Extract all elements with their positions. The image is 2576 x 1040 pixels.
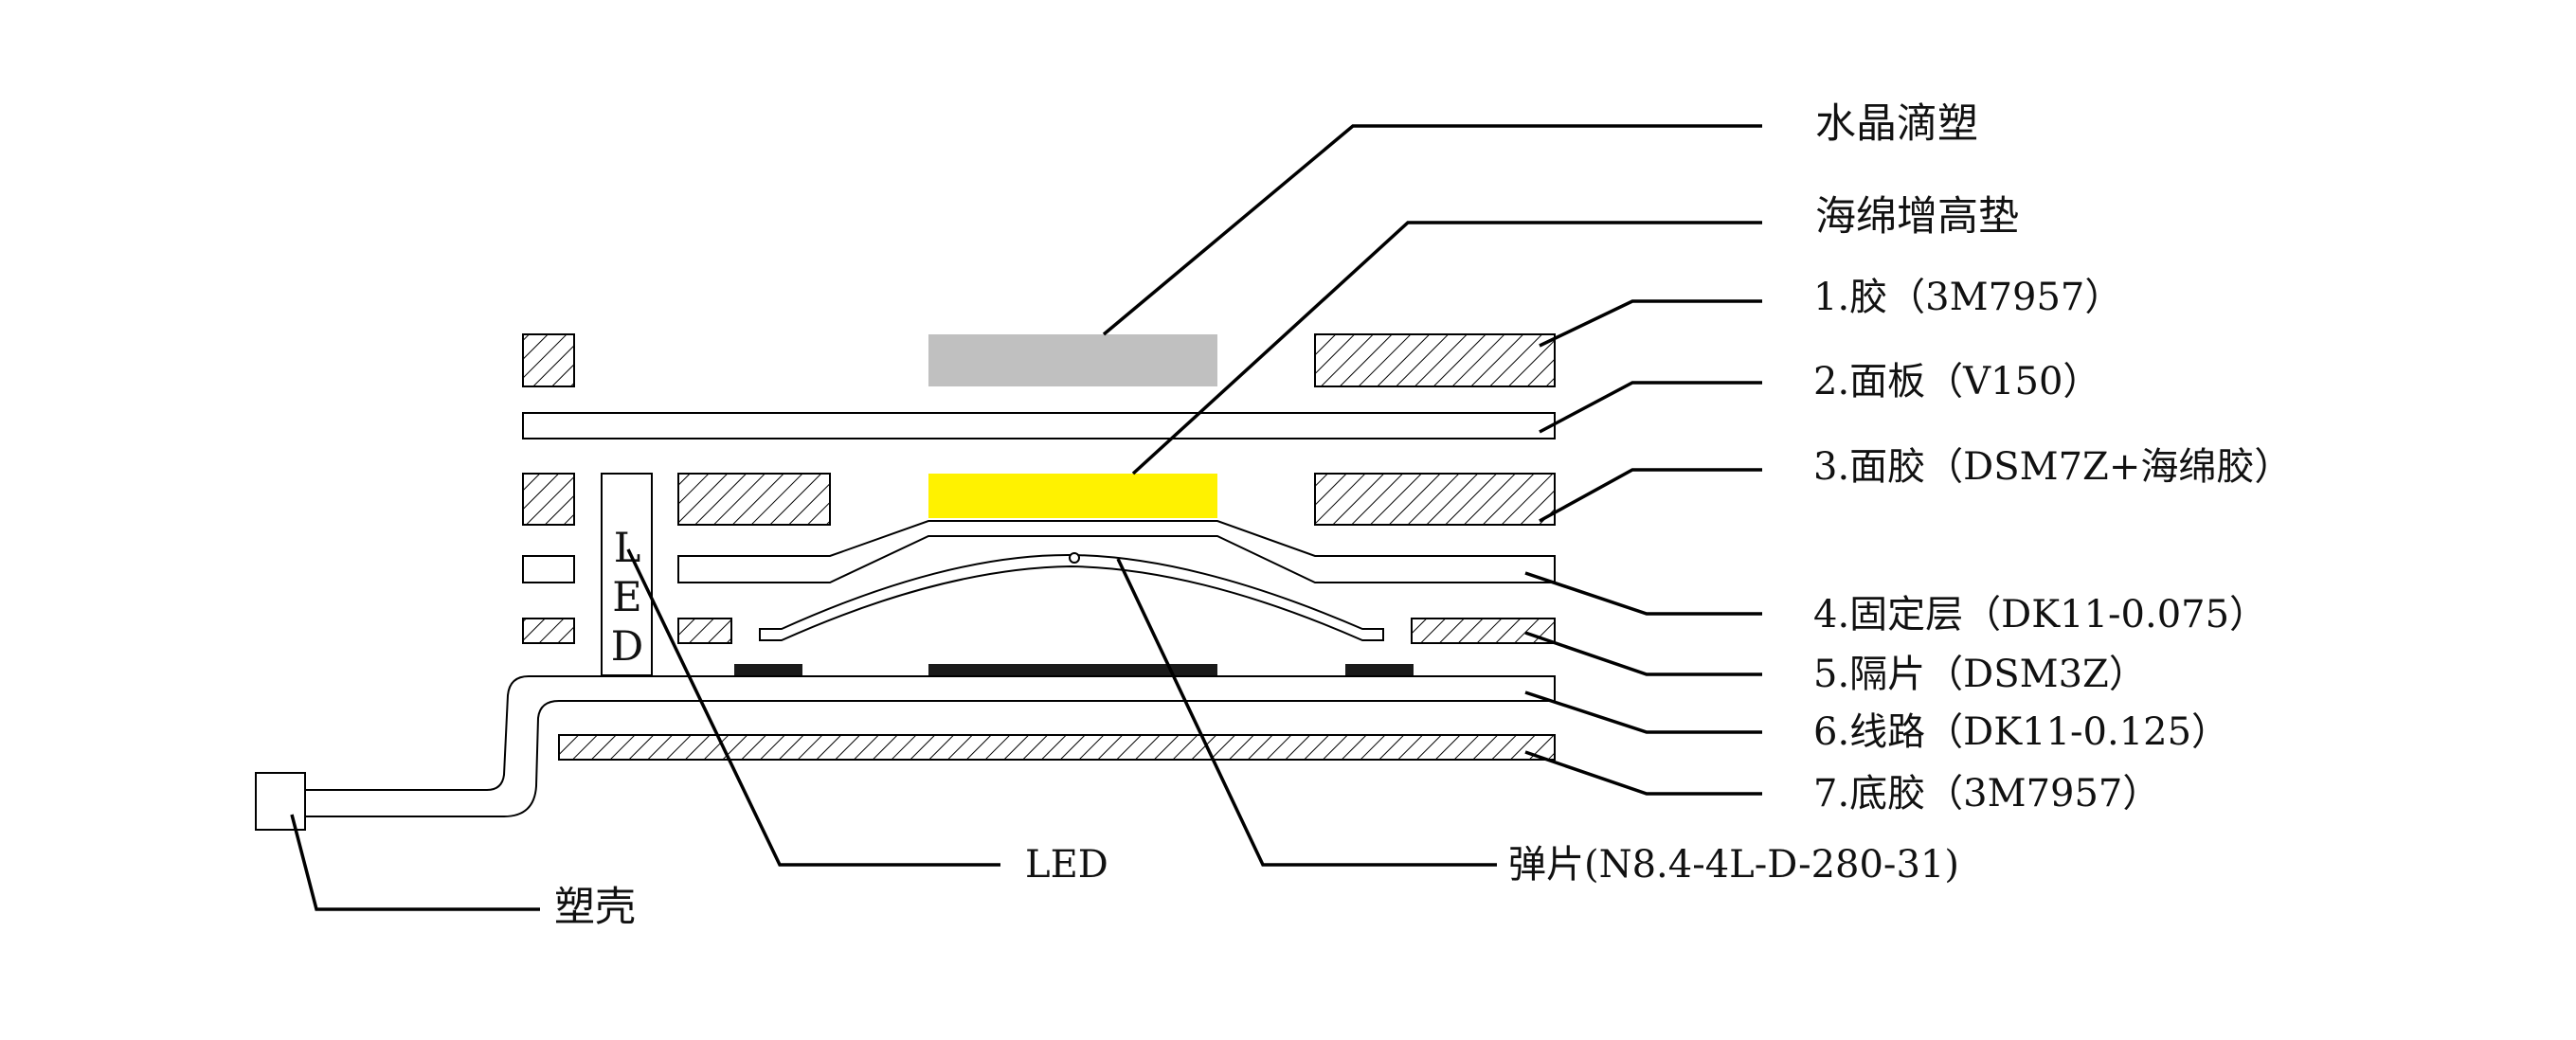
- label-layer1: 1.胶（3M7957）: [1813, 276, 2122, 319]
- sponge-pad-block: [928, 474, 1217, 518]
- led-component: [601, 473, 653, 676]
- face-adhesive-mid-block: [677, 473, 831, 526]
- metal-dome: [759, 553, 1384, 641]
- dome-center-bump: [1069, 552, 1080, 564]
- leader-sponge-pad: [1131, 221, 1762, 475]
- leader-layer5: [1524, 631, 1762, 676]
- crystal-resin-block: [928, 334, 1217, 386]
- leader-layer1: [1539, 299, 1762, 348]
- label-housing: 塑壳: [554, 884, 636, 931]
- spacer-left-block: [522, 618, 575, 644]
- led-letter-2: E: [612, 574, 641, 621]
- leader-crystal-resin: [1102, 124, 1762, 336]
- label-crystal-resin: 水晶滴塑: [1815, 100, 1978, 148]
- housing-connector: [255, 772, 306, 831]
- fixing-layer-center: [677, 520, 1556, 583]
- label-sponge-pad: 海绵增高垫: [1815, 193, 2019, 241]
- label-layer7: 7.底胶（3M7957）: [1813, 772, 2160, 816]
- leader-led: [626, 548, 1000, 867]
- spacer-mid-block: [677, 618, 732, 644]
- panel-layer: [522, 412, 1556, 439]
- label-layer4: 4.固定层（DK11-0.075）: [1813, 593, 2267, 637]
- face-adhesive-right-block: [1314, 473, 1556, 526]
- leader-layer2: [1539, 381, 1762, 434]
- label-layer6: 6.线路（DK11-0.125）: [1813, 710, 2229, 754]
- label-dome: 弹片(N8.4-4L-D-280-31): [1508, 843, 1959, 887]
- face-adhesive-left-block: [522, 473, 575, 526]
- contact-pad-right: [1345, 664, 1414, 676]
- label-layer5: 5.隔片（DSM3Z）: [1813, 653, 2147, 696]
- label-layer2: 2.面板（V150）: [1813, 360, 2100, 403]
- fixing-layer-left-piece: [522, 555, 575, 583]
- label-led: LED: [1025, 843, 1108, 887]
- spacer-right-block: [1411, 618, 1556, 644]
- led-letter-3: D: [611, 623, 643, 671]
- leader-layer7: [1524, 750, 1762, 796]
- contact-pad-center: [928, 664, 1217, 676]
- adhesive-1-left-block: [522, 333, 575, 387]
- bottom-adhesive-layer: [558, 734, 1556, 761]
- adhesive-1-right-block: [1314, 333, 1556, 387]
- label-layer3: 3.面胶（DSM7Z+海绵胶）: [1813, 445, 2292, 489]
- leader-layer6: [1524, 690, 1762, 734]
- leader-layer4: [1524, 571, 1762, 616]
- contact-pad-left: [734, 664, 802, 676]
- leader-housing: [290, 814, 540, 911]
- leader-dome: [1116, 558, 1497, 867]
- leader-layer3: [1539, 468, 1762, 523]
